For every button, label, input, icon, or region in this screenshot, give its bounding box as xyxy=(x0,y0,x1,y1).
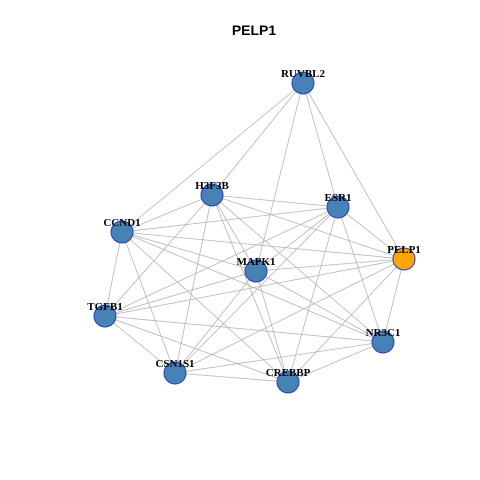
edge-h3f3b-pelp1 xyxy=(211,194,405,260)
edge-ccnd1-crebbp xyxy=(121,231,289,383)
edge-esr1-crebbp xyxy=(287,206,339,383)
edge-ccnd1-mapk1 xyxy=(121,231,257,272)
edge-csn1s1-nr3c1 xyxy=(174,341,384,374)
node-pelp1 xyxy=(392,247,416,271)
edge-crebbp-nr3c1 xyxy=(287,341,384,383)
node-tgfb1 xyxy=(93,304,117,328)
edge-esr1-pelp1 xyxy=(337,206,405,260)
node-ruvbl2 xyxy=(291,71,315,95)
edge-ruvbl2-ccnd1 xyxy=(121,82,304,233)
edge-h3f3b-tgfb1 xyxy=(104,194,213,317)
edge-ruvbl2-pelp1 xyxy=(302,82,405,260)
node-h3f3b xyxy=(200,183,224,207)
node-label-mapk1: MAPK1 xyxy=(236,256,275,268)
node-label-esr1: ESR1 xyxy=(325,192,352,204)
node-layer xyxy=(93,71,416,394)
node-label-h3f3b: H3F3B xyxy=(195,180,229,192)
edge-ruvbl2-esr1 xyxy=(302,82,339,208)
edge-ccnd1-tgfb1 xyxy=(104,231,123,317)
edge-mapk1-crebbp xyxy=(255,270,289,383)
edge-mapk1-nr3c1 xyxy=(255,270,384,343)
edge-pelp1-nr3c1 xyxy=(382,258,405,343)
node-csn1s1 xyxy=(163,361,187,385)
edge-esr1-nr3c1 xyxy=(337,206,384,343)
node-nr3c1 xyxy=(371,330,395,354)
edge-layer xyxy=(104,82,405,383)
node-esr1 xyxy=(326,195,350,219)
edge-h3f3b-csn1s1 xyxy=(174,194,213,374)
graph-title: PELP1 xyxy=(232,22,277,38)
edge-ruvbl2-mapk1 xyxy=(255,82,304,272)
edge-pelp1-tgfb1 xyxy=(104,258,405,317)
node-mapk1 xyxy=(244,259,268,283)
edge-mapk1-csn1s1 xyxy=(174,270,257,374)
node-ccnd1 xyxy=(110,220,134,244)
edge-ccnd1-nr3c1 xyxy=(121,231,384,343)
edge-esr1-tgfb1 xyxy=(104,206,339,317)
edge-pelp1-mapk1 xyxy=(255,258,405,272)
node-crebbp xyxy=(276,370,300,394)
edge-tgfb1-nr3c1 xyxy=(104,315,384,343)
edge-h3f3b-nr3c1 xyxy=(211,194,384,343)
node-label-crebbp: CREBBP xyxy=(266,367,311,379)
edge-csn1s1-crebbp xyxy=(174,372,289,383)
edge-h3f3b-mapk1 xyxy=(211,194,257,272)
edge-h3f3b-esr1 xyxy=(211,194,339,208)
node-label-pelp1: PELP1 xyxy=(387,244,421,256)
node-label-nr3c1: NR3C1 xyxy=(366,327,401,339)
node-label-tgfb1: TGFB1 xyxy=(87,301,122,313)
edge-ccnd1-pelp1 xyxy=(121,231,405,260)
edge-ccnd1-csn1s1 xyxy=(121,231,176,374)
edge-tgfb1-crebbp xyxy=(104,315,289,383)
edge-ruvbl2-h3f3b xyxy=(211,82,304,196)
edge-esr1-mapk1 xyxy=(255,206,339,272)
edge-pelp1-csn1s1 xyxy=(174,258,405,374)
edge-pelp1-crebbp xyxy=(287,258,405,383)
node-label-csn1s1: CSN1S1 xyxy=(155,358,194,370)
edge-mapk1-tgfb1 xyxy=(104,270,257,317)
node-label-ruvbl2: RUVBL2 xyxy=(281,68,326,80)
edge-esr1-ccnd1 xyxy=(121,206,339,233)
edge-h3f3b-ccnd1 xyxy=(121,194,213,233)
edge-esr1-csn1s1 xyxy=(174,206,339,374)
node-label-ccnd1: CCND1 xyxy=(103,217,140,229)
edge-tgfb1-csn1s1 xyxy=(104,315,176,374)
